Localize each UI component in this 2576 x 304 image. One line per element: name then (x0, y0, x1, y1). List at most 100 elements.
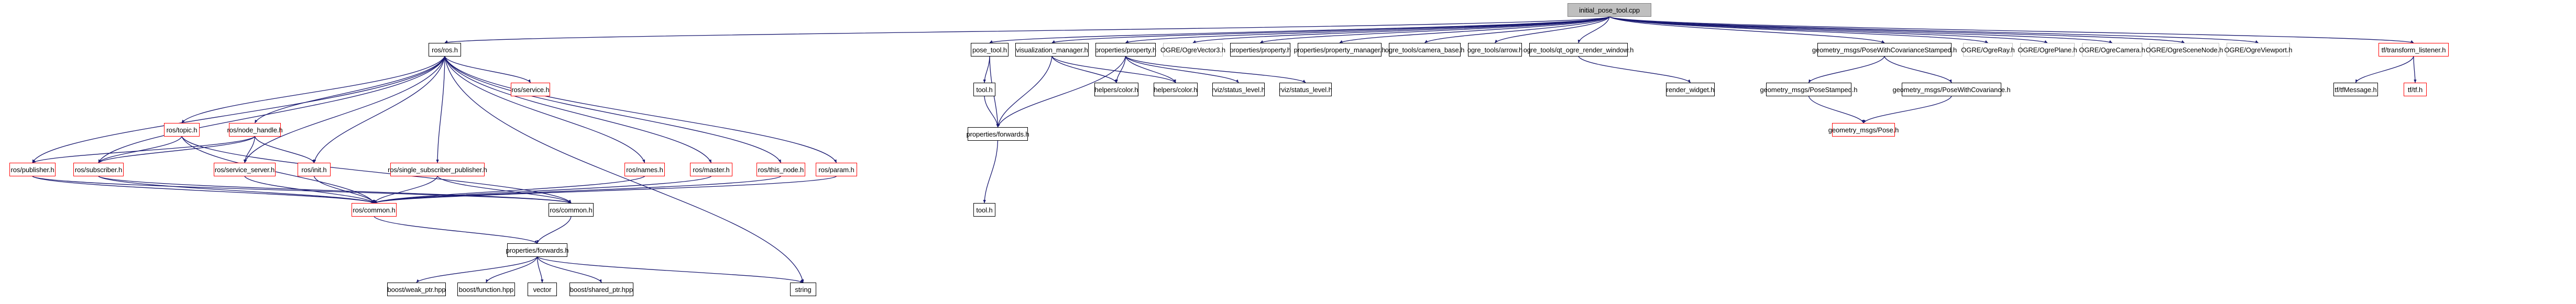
graph-node-tflistener[interactable]: tf/transform_listener.h (2378, 43, 2449, 57)
graph-edge (444, 56, 804, 283)
graph-node-ogrescenenode[interactable]: OGRE/OgreSceneNode.h (2146, 43, 2223, 57)
graph-edge (98, 136, 182, 163)
graph-edge (98, 56, 445, 163)
graph-edge (444, 56, 645, 163)
graph-edge (254, 56, 445, 123)
graph-edge (98, 136, 255, 163)
graph-node-pwcs[interactable]: geometry_msgs/PoseWithCovarianceStamped.… (1812, 43, 1957, 57)
graph-node-roscommon1[interactable]: ros/common.h (352, 203, 397, 217)
graph-edge (32, 176, 375, 204)
graph-node-rosinit[interactable]: ros/init.h (298, 163, 331, 176)
graph-edge (1125, 56, 1239, 83)
graph-edge (1339, 16, 1610, 43)
graph-edge (1609, 16, 2414, 43)
graph-edge (1125, 16, 1610, 43)
graph-edge (374, 176, 711, 204)
graph-edge (181, 56, 445, 123)
graph-edge (1884, 56, 1952, 83)
graph-node-boostweak[interactable]: boost/weak_ptr.hpp (387, 283, 446, 296)
graph-node-geomsgspose[interactable]: geometry_msgs/Pose.h (1828, 123, 1899, 137)
graph-edge (1125, 56, 1176, 83)
graph-node-vector[interactable]: vector (528, 283, 557, 296)
graph-node-tftf[interactable]: tf/tf.h (2404, 83, 2427, 96)
graph-node-boostshared[interactable]: boost/shared_ptr.hpp (569, 283, 633, 296)
graph-node-propfwd2[interactable]: properties/forwards.h (506, 243, 569, 257)
graph-root-node[interactable]: initial_pose_tool.cpp (1567, 3, 1651, 17)
graph-edge (1609, 16, 1989, 43)
graph-edge (983, 140, 999, 204)
graph-edge (1051, 16, 1610, 43)
graph-node-toolh2[interactable]: tool.h (973, 203, 995, 217)
graph-node-ogrecamera[interactable]: OGRE/OgreCamera.h (2079, 43, 2145, 57)
graph-node-ogreray[interactable]: OGRE/OgreRay.h (1961, 43, 2015, 57)
graph-node-propprop2[interactable]: properties/property.h (1230, 43, 1291, 57)
graph-edge (313, 56, 445, 163)
graph-edge (374, 176, 837, 204)
graph-edge (1051, 56, 1176, 83)
graph-node-helperscolor2[interactable]: helpers/color.h (1154, 83, 1198, 96)
graph-node-posestamped[interactable]: geometry_msgs/PoseStamped.h (1760, 83, 1858, 96)
graph-node-statuslevel1[interactable]: rviz/status_level.h (1212, 83, 1265, 96)
graph-edge (1609, 16, 1885, 43)
graph-node-rosservice[interactable]: ros/service.h (511, 83, 550, 96)
graph-node-rosparam[interactable]: ros/param.h (816, 163, 857, 176)
graph-edge (32, 56, 445, 163)
graph-edge (1609, 16, 2185, 43)
graph-edge (1577, 16, 1610, 43)
graph-edge (436, 56, 445, 163)
graph-node-propmgr[interactable]: properties/property_manager.h (1294, 43, 1386, 57)
graph-edge (1125, 56, 1306, 83)
graph-edge (374, 216, 538, 244)
graph-node-propprop[interactable]: properties/property.h (1095, 43, 1156, 57)
graph-node-rosthisnode[interactable]: ros/this_node.h (757, 163, 805, 176)
graph-edge (98, 176, 572, 204)
graph-edge (444, 56, 712, 163)
graph-edge (1808, 96, 1864, 123)
graph-node-tfmessage[interactable]: tf/tfMessage.h (2333, 83, 2378, 96)
graph-node-rosros[interactable]: ros/ros.h (429, 43, 461, 57)
graph-edge (32, 176, 572, 204)
graph-edge (1578, 56, 1691, 83)
graph-node-rostopic[interactable]: ros/topic.h (164, 123, 200, 137)
graph-node-toolh1[interactable]: tool.h (973, 83, 995, 96)
graph-edge (98, 176, 375, 204)
graph-edge (416, 256, 538, 283)
graph-edge (1609, 16, 2259, 43)
graph-node-rosnodehandle[interactable]: ros/node_handle.h (227, 123, 283, 137)
graph-node-rossubscriber[interactable]: ros/subscriber.h (73, 163, 124, 176)
graph-node-camerabase[interactable]: ogre_tools/camera_base.h (1385, 43, 1464, 57)
graph-node-ogrevector3[interactable]: OGRE/OgreVector3.h (1160, 43, 1225, 57)
graph-edge (1192, 16, 1610, 43)
graph-node-renderwidget[interactable]: render_widget.h (1666, 83, 1715, 96)
graph-node-rosmaster[interactable]: ros/master.h (690, 163, 732, 176)
graph-edge (984, 96, 999, 128)
graph-node-propfwd1[interactable]: properties/forwards.h (967, 127, 1029, 141)
graph-node-rosserviceserver[interactable]: ros/service_server.h (214, 163, 276, 176)
graph-node-posewithcov[interactable]: geometry_msgs/PoseWithCovariance.h (1893, 83, 2011, 96)
graph-edge (444, 56, 837, 163)
graph-node-statuslevel2[interactable]: rviz/status_level.h (1279, 83, 1332, 96)
graph-edge (1609, 16, 2048, 43)
graph-node-boostfunc[interactable]: boost/function.hpp (457, 283, 515, 296)
graph-edge (1863, 96, 1952, 123)
graph-edge (537, 256, 804, 283)
graph-edge (374, 176, 645, 204)
graph-edge (1259, 16, 1610, 43)
graph-node-ssp[interactable]: ros/single_subscriber_publisher.h (388, 163, 487, 176)
graph-edge (437, 176, 572, 204)
graph-node-roscommon2[interactable]: ros/common.h (549, 203, 594, 217)
graph-node-ogreviewport[interactable]: OGRE/OgreViewport.h (2224, 43, 2293, 57)
graph-node-rospublisher[interactable]: ros/publisher.h (9, 163, 56, 176)
graph-edge (983, 56, 990, 83)
graph-edge (244, 176, 375, 204)
graph-node-arrow[interactable]: ogre_tools/arrow.h (1467, 43, 1522, 57)
graph-node-vismgr[interactable]: visualization_manager.h (1015, 43, 1089, 57)
graph-node-ogreplane[interactable]: OGRE/OgrePlane.h (2018, 43, 2077, 57)
graph-edge (444, 16, 1610, 43)
graph-node-string[interactable]: string (790, 283, 816, 296)
graph-node-rosnames[interactable]: ros/names.h (624, 163, 665, 176)
graph-node-posetool[interactable]: pose_tool.h (971, 43, 1009, 57)
graph-node-helperscolor1[interactable]: helpers/color.h (1094, 83, 1138, 96)
graph-node-qtrenderwin[interactable]: ogre_tools/qt_ogre_render_window.h (1523, 43, 1634, 57)
